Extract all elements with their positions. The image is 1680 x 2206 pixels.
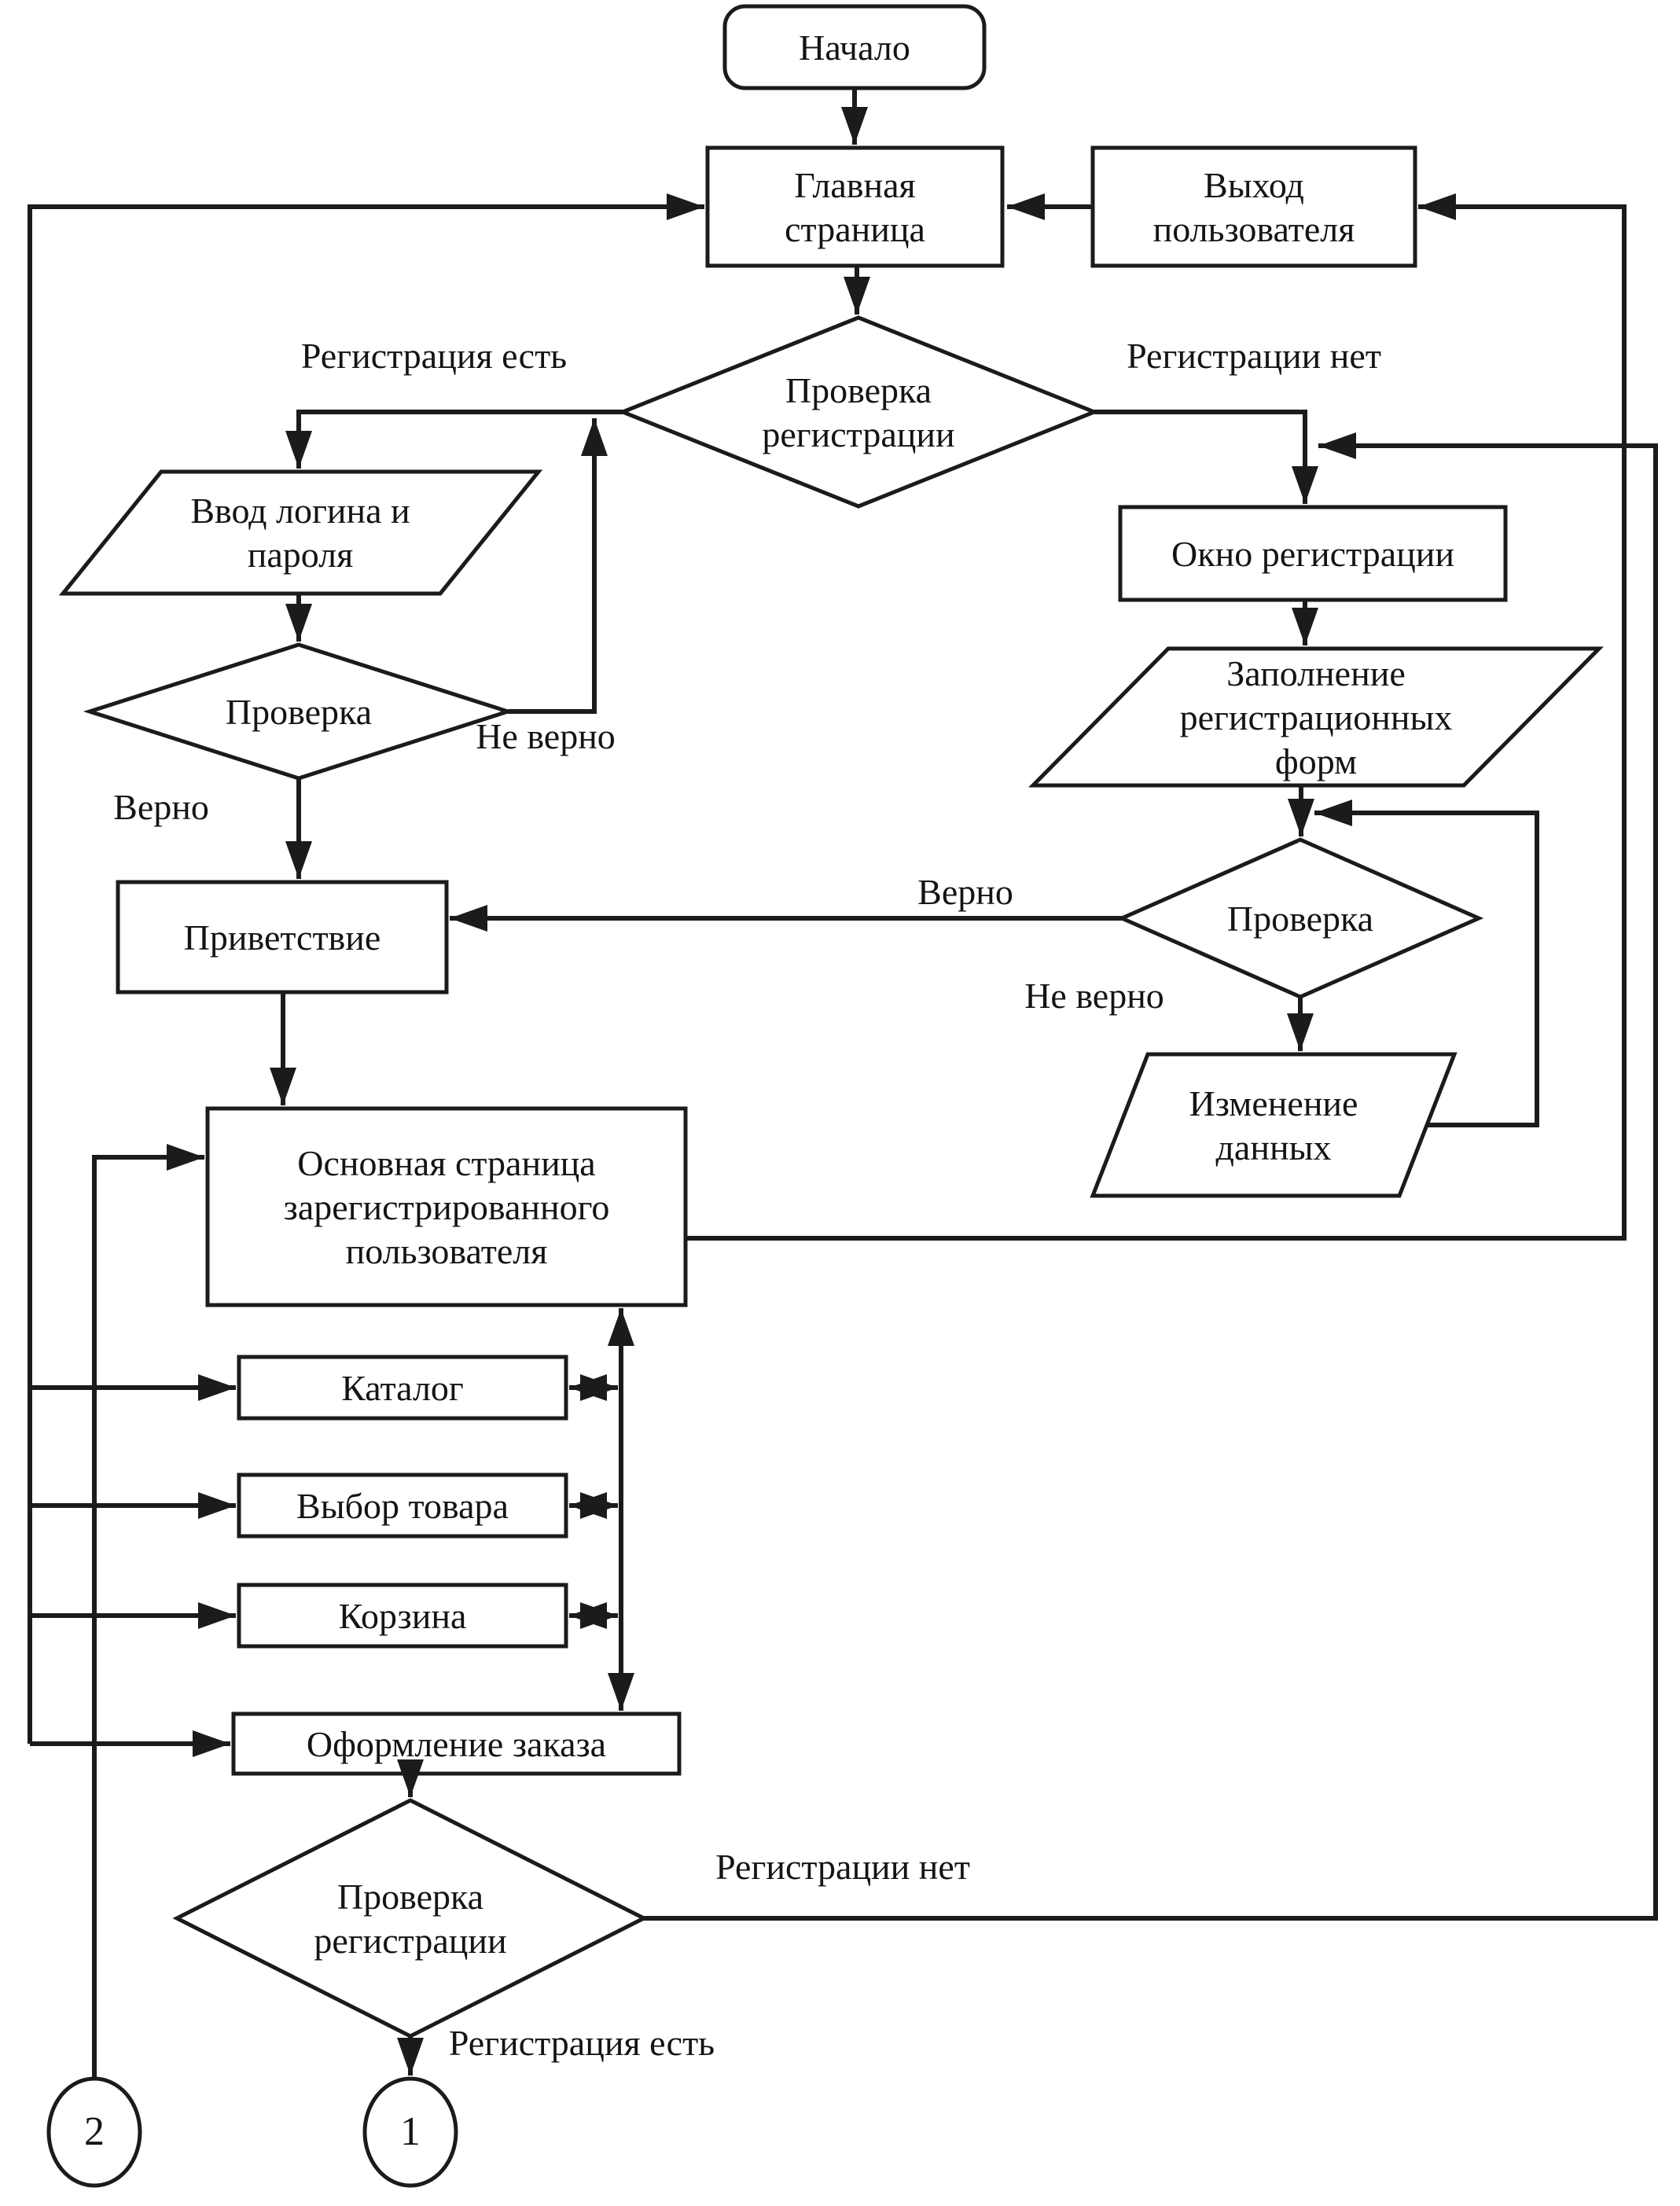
arrowhead-catalog-hub-link-start xyxy=(569,1374,607,1401)
node-check-reg-top xyxy=(617,315,1100,509)
arrowhead-greeting-to-main-user xyxy=(270,1068,296,1105)
node-check-forms-label: Проверка xyxy=(1227,899,1373,939)
edge-label-reg-net-top: Регистрации нет xyxy=(1127,336,1381,376)
edge-change-data-loop xyxy=(1314,811,1539,1127)
arrowhead-check-forms-verno xyxy=(450,905,487,932)
node-reg-window xyxy=(1118,505,1508,602)
node-cart xyxy=(237,1583,568,1649)
arrowhead-bus-to-cart xyxy=(198,1602,236,1629)
arrowhead-bottom-reg-net-loop xyxy=(1318,432,1356,459)
arrowhead-hub-vertical xyxy=(608,1673,634,1711)
node-reg-window-label: Окно регистрации xyxy=(1171,534,1454,574)
arrowheads xyxy=(167,107,1456,2075)
node-catalog xyxy=(237,1355,568,1421)
arrowhead-start-to-main xyxy=(841,107,868,145)
node-checkout xyxy=(231,1711,682,1776)
node-main-user-page xyxy=(205,1106,688,1307)
node-user-exit xyxy=(1090,145,1417,268)
node-login-input xyxy=(58,469,543,596)
edge-check-top-to-reg-window xyxy=(1094,410,1307,504)
node-connector-2 xyxy=(46,2076,142,2188)
arrowhead-product-hub-link-start xyxy=(569,1492,607,1519)
node-catalog-label: Каталог xyxy=(341,1368,464,1408)
node-check-login-label: Проверка xyxy=(226,692,372,732)
arrowhead-checkout-to-check-bottom xyxy=(397,1759,424,1797)
node-product-select-label: Выбор товара xyxy=(296,1486,509,1526)
node-fill-forms xyxy=(1028,646,1604,788)
arrowhead-check-bottom-to-conn1 xyxy=(397,2038,424,2075)
arrowhead-hub-vertical-start xyxy=(608,1308,634,1346)
arrowhead-main-user-to-exit xyxy=(1418,193,1456,220)
arrowhead-login-to-check-login xyxy=(285,604,312,642)
node-connector-1-label: 1 xyxy=(400,2109,421,2154)
arrowhead-connector2-to-main-user xyxy=(167,1144,204,1171)
arrowhead-bus-to-catalog xyxy=(198,1374,236,1401)
edge-bottom-reg-net-loop xyxy=(644,443,1658,1921)
edge-check-top-to-login xyxy=(296,410,623,469)
node-start-label: Начало xyxy=(799,28,910,68)
edge-login-wrong-return xyxy=(508,418,597,714)
arrowhead-change-data-loop xyxy=(1314,800,1352,826)
node-check-reg-bottom xyxy=(172,1798,649,2039)
node-main-page xyxy=(705,145,1005,268)
arrowhead-left-bus-to-main-page xyxy=(667,193,704,220)
arrowhead-reg-window-to-fill-forms xyxy=(1292,608,1318,645)
arrowhead-check-top-to-login xyxy=(285,431,312,469)
edge-label-reg-net-bottom: Регистрации нет xyxy=(715,1847,970,1887)
node-start xyxy=(722,4,987,90)
edge-label-verno-left: Верно xyxy=(113,787,209,827)
node-connector-2-label: 2 xyxy=(84,2109,105,2154)
node-checkout-label: Оформление заказа xyxy=(307,1724,606,1764)
node-greeting xyxy=(116,880,449,995)
arrowhead-check-top-to-reg-window xyxy=(1292,466,1318,504)
node-product-select xyxy=(237,1473,568,1539)
node-greeting-label: Приветствие xyxy=(184,917,381,958)
node-connector-1 xyxy=(362,2076,458,2188)
arrowhead-bus-to-checkout xyxy=(193,1730,230,1757)
node-check-forms xyxy=(1116,837,1484,999)
edge-label-ne-verno-right: Не верно xyxy=(1024,976,1164,1016)
node-change-data xyxy=(1090,1052,1458,1198)
edge-label-ne-verno-left: Не верно xyxy=(476,716,616,756)
arrowhead-fill-forms-to-check-forms xyxy=(1288,799,1314,836)
arrowhead-check-forms-to-change xyxy=(1287,1013,1314,1051)
edge-label-reg-est-top: Регистрация есть xyxy=(301,336,567,376)
edge-label-verno-right: Верно xyxy=(917,872,1013,912)
arrowhead-check-login-to-greeting xyxy=(285,841,312,879)
node-check-login xyxy=(83,642,515,781)
node-cart-label: Корзина xyxy=(339,1596,467,1636)
edge-main-user-to-exit xyxy=(686,204,1627,1241)
arrowhead-bus-to-product-select xyxy=(198,1492,236,1519)
edge-label-reg-est-bottom: Регистрация есть xyxy=(449,2023,715,2063)
arrowhead-exit-to-main xyxy=(1007,193,1045,220)
arrowhead-main-to-check-top xyxy=(844,277,870,314)
arrowhead-cart-hub-link-start xyxy=(569,1602,607,1629)
arrowhead-login-wrong-return xyxy=(581,418,608,456)
edge-left-bus-to-main-page xyxy=(28,204,704,1744)
